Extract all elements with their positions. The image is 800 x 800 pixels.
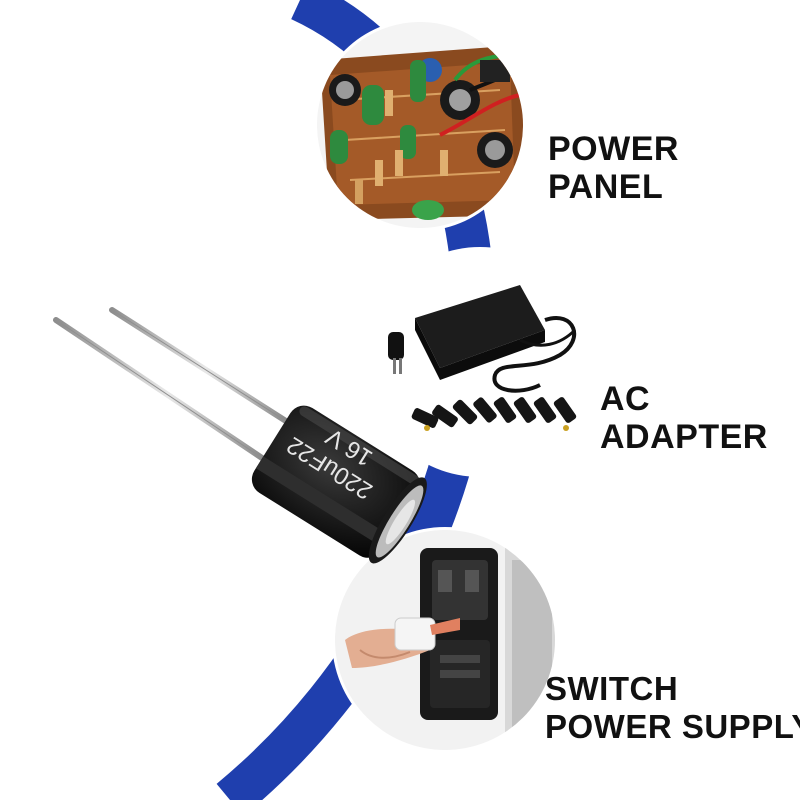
power-panel-label: POWER PANEL — [548, 130, 679, 206]
switch-power-supply-label: SWITCH POWER SUPPLY — [545, 670, 800, 746]
ac-adapter-line2: ADAPTER — [600, 418, 768, 456]
ac-adapter-label: AC ADAPTER — [600, 380, 768, 456]
switch-power-supply-line2: POWER SUPPLY — [545, 708, 800, 745]
power-panel-line2: PANEL — [548, 168, 664, 206]
ac-adapter-photo — [365, 247, 595, 477]
power-panel-line1: POWER — [548, 130, 679, 168]
switch-power-supply-photo — [332, 527, 558, 753]
switch-power-supply-line1: SWITCH — [545, 670, 679, 707]
ac-adapter-line1: AC — [600, 380, 651, 418]
circuit-board-photo — [314, 19, 526, 231]
